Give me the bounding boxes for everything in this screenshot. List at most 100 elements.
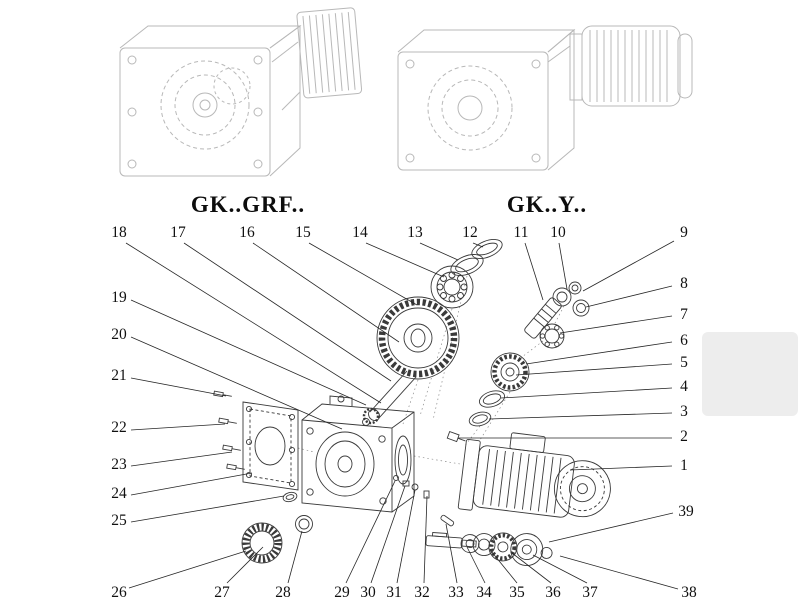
watermark-patch (702, 332, 798, 416)
callout-leader-15 (308, 242, 418, 306)
callout-number-34: 34 (476, 584, 492, 600)
callout-leader-31 (396, 489, 416, 584)
part-small-rings (552, 281, 590, 317)
callout-layer: 1234567891011121314151617181920212223242… (111, 224, 697, 600)
callout-number-3: 3 (680, 403, 688, 420)
callout-number-27: 27 (214, 584, 230, 600)
callout-number-16: 16 (239, 224, 255, 241)
exploded-view (213, 239, 611, 567)
part-o-ring (471, 239, 503, 259)
callout-leader-1 (569, 465, 673, 471)
callout-number-11: 11 (514, 224, 529, 241)
callout-number-12: 12 (462, 224, 478, 241)
callout-leader-33 (445, 523, 458, 584)
callout-number-39: 39 (678, 503, 694, 520)
callout-number-9: 9 (680, 224, 688, 241)
callout-number-19: 19 (111, 289, 127, 306)
callout-number-24: 24 (111, 485, 127, 502)
part-small-seal-ring (282, 491, 298, 503)
callout-number-23: 23 (111, 456, 127, 473)
alignment-lines (297, 275, 565, 465)
callout-leader-35 (490, 550, 518, 584)
callout-leader-25 (130, 495, 285, 523)
callout-leader-8 (585, 285, 673, 308)
callout-number-35: 35 (509, 584, 525, 600)
callout-number-2: 2 (680, 428, 688, 445)
part-output-shaft-assembly (425, 531, 553, 567)
callout-leader-13 (419, 242, 459, 261)
callout-leader-19 (130, 299, 367, 406)
callout-number-37: 37 (582, 584, 598, 600)
callout-leader-23 (130, 451, 233, 467)
model-label-gk-grf: GK..GRF.. (191, 192, 305, 217)
callout-leader-32 (423, 495, 428, 584)
callout-leader-6 (525, 341, 673, 365)
callout-number-31: 31 (386, 584, 402, 600)
callout-leader-18 (125, 242, 382, 404)
part-bearing-small (539, 323, 565, 349)
part-input-pinion-shaft (524, 297, 562, 339)
callout-leader-10 (558, 242, 568, 290)
callout-number-25: 25 (111, 512, 127, 529)
part-gear-shaft (362, 370, 417, 426)
callout-number-22: 22 (111, 419, 127, 436)
callout-leader-20 (130, 336, 343, 430)
callout-number-13: 13 (407, 224, 423, 241)
callout-leader-26 (128, 550, 247, 589)
callout-leader-28 (287, 530, 303, 584)
callout-leader-7 (559, 315, 673, 334)
callout-leader-17 (183, 242, 392, 382)
callout-number-32: 32 (414, 584, 430, 600)
part-motor (457, 432, 611, 518)
callout-number-7: 7 (680, 306, 688, 323)
model-label-gk-y: GK..Y.. (507, 192, 587, 217)
part-flange-bolts (213, 390, 245, 471)
callout-leader-24 (130, 472, 253, 496)
callout-leader-22 (130, 423, 226, 431)
callout-number-6: 6 (680, 332, 688, 349)
callout-leader-16 (252, 242, 400, 343)
callout-number-17: 17 (170, 224, 186, 241)
part-ring (295, 515, 313, 533)
callout-leader-3 (488, 412, 673, 420)
callout-leader-21 (130, 377, 227, 397)
callout-number-38: 38 (681, 584, 697, 600)
callout-number-20: 20 (111, 326, 127, 343)
callout-number-1: 1 (680, 457, 688, 474)
part-small-fasteners (393, 475, 455, 527)
part-shim-ring (241, 522, 283, 564)
callout-number-5: 5 (680, 354, 688, 371)
part-spacer-ring (478, 390, 506, 408)
part-intermediate-gear (490, 352, 530, 392)
callout-leader-37 (532, 554, 588, 584)
callout-number-33: 33 (448, 584, 464, 600)
callout-number-10: 10 (550, 224, 566, 241)
callout-leader-27 (226, 546, 264, 584)
part-large-gear (376, 296, 460, 380)
reference-drawing-gk-y (397, 25, 693, 171)
callout-leader-14 (365, 242, 445, 278)
part-plug-screw (446, 430, 466, 443)
callout-number-15: 15 (295, 224, 311, 241)
reference-drawing-gk-grf (119, 7, 363, 177)
callout-number-30: 30 (360, 584, 376, 600)
callout-number-29: 29 (334, 584, 350, 600)
callout-leader-38 (559, 555, 679, 590)
callout-leader-29 (345, 480, 396, 584)
callout-leader-39 (548, 512, 674, 543)
callout-leader-12 (472, 242, 484, 248)
callout-leader-11 (524, 242, 544, 301)
callout-number-8: 8 (680, 275, 688, 292)
callout-number-28: 28 (275, 584, 291, 600)
callout-number-26: 26 (111, 584, 127, 600)
callout-number-14: 14 (352, 224, 368, 241)
callout-leader-4 (500, 387, 673, 399)
callout-number-4: 4 (680, 378, 688, 395)
callout-number-18: 18 (111, 224, 127, 241)
callout-number-36: 36 (545, 584, 561, 600)
callout-leader-36 (511, 552, 552, 584)
part-seal-ring (468, 411, 492, 427)
part-gear-housing (301, 395, 415, 513)
